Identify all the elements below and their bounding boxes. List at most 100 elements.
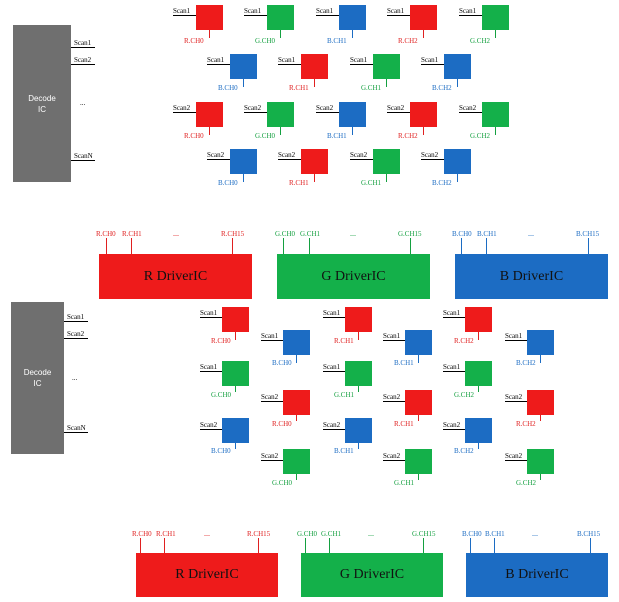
scan-line <box>387 15 411 16</box>
driver-pin-label: G.CH1 <box>321 530 342 538</box>
scan-label: Scan2 <box>200 421 218 429</box>
channel-label: B.CH1 <box>327 37 347 45</box>
b-driver-ic: B DriverIC <box>466 553 608 597</box>
red-pixel <box>196 5 223 30</box>
channel-line <box>352 127 353 135</box>
red-pixel <box>345 307 372 332</box>
scan-line <box>244 112 268 113</box>
driver-pin-line <box>232 238 233 254</box>
g-driver-ic: G DriverIC <box>301 553 443 597</box>
driver-pin-line <box>131 238 132 254</box>
driver-pin-label: G.CH0 <box>275 230 296 238</box>
scan-line <box>383 340 406 341</box>
channel-label: B.CH2 <box>516 359 536 367</box>
channel-label: R.CH2 <box>398 132 418 140</box>
channel-label: R.CH0 <box>272 420 292 428</box>
channel-label: G.CH1 <box>361 179 382 187</box>
scan-line <box>443 371 466 372</box>
driver-pin-label: G.CH0 <box>297 530 318 538</box>
scan-label: Scan1 <box>421 56 439 64</box>
red-pixel <box>301 149 328 174</box>
channel-line <box>478 386 479 392</box>
scan-output-line <box>64 432 88 433</box>
channel-line <box>423 127 424 135</box>
scan-label: Scan1 <box>383 332 401 340</box>
scan-label: Scan2 <box>383 393 401 401</box>
channel-label: G.CH1 <box>334 391 355 399</box>
channel-line <box>540 355 541 363</box>
b-driver-ic: B DriverIC <box>455 254 608 299</box>
driver-pin-line <box>140 538 141 553</box>
red-pixel <box>222 307 249 332</box>
scan-line <box>350 64 374 65</box>
driver-pin-line <box>164 538 165 553</box>
scan-line <box>278 159 302 160</box>
scan-line <box>421 64 445 65</box>
scan-line <box>323 429 346 430</box>
channel-label: B.CH1 <box>334 447 354 455</box>
green-pixel <box>527 449 554 474</box>
channel-line <box>495 127 496 135</box>
blue-pixel <box>345 418 372 443</box>
driver-pin-ellipsis: ... <box>528 229 534 238</box>
scan-line <box>261 401 284 402</box>
channel-line <box>540 474 541 480</box>
green-pixel <box>465 361 492 386</box>
driver-pin-line <box>106 238 107 254</box>
channel-label: G.CH1 <box>361 84 382 92</box>
scan-label: Scan2 <box>316 104 334 112</box>
channel-label: B.CH0 <box>272 359 292 367</box>
red-pixel <box>465 307 492 332</box>
scan-line <box>421 159 445 160</box>
scan-label: Scan2 <box>173 104 191 112</box>
blue-pixel <box>405 330 432 355</box>
scan-label: Scan1 <box>200 309 218 317</box>
red-pixel <box>410 5 437 30</box>
driver-pin-label: B.CH0 <box>452 230 472 238</box>
scan-line <box>443 429 466 430</box>
green-pixel <box>405 449 432 474</box>
scan-label: Scan2 <box>350 151 368 159</box>
scan-label: Scan1 <box>207 56 225 64</box>
scan-label: Scan1 <box>350 56 368 64</box>
driver-pin-label: R.CH1 <box>156 530 176 538</box>
scan-label: Scan1 <box>278 56 296 64</box>
scan-line <box>261 340 284 341</box>
channel-label: R.CH1 <box>289 84 309 92</box>
scan-label: Scan2 <box>505 452 523 460</box>
scan-label: Scan1 <box>200 363 218 371</box>
driver-pin-line <box>470 538 471 553</box>
g-driver-ic: G DriverIC <box>277 254 430 299</box>
r-driver-ic-label: R DriverIC <box>175 567 239 582</box>
scan-output-label: Scan1 <box>67 313 85 321</box>
decode-ic-label-line1: Decode <box>23 368 52 377</box>
channel-line <box>358 443 359 449</box>
driver-pin-line <box>461 238 462 254</box>
channel-line <box>314 174 315 182</box>
channel-line <box>280 127 281 135</box>
driver-pin-label: G.CH15 <box>398 230 422 238</box>
channel-label: G.CH2 <box>454 391 475 399</box>
driver-pin-ellipsis: ... <box>173 229 179 238</box>
driver-pin-label: R.CH0 <box>96 230 116 238</box>
channel-line <box>314 79 315 87</box>
driver-pin-line <box>486 238 487 254</box>
scan-output-line <box>64 338 88 339</box>
channel-line <box>235 443 236 449</box>
blue-pixel <box>339 5 366 30</box>
scan-line <box>505 460 528 461</box>
g-driver-ic-label: G DriverIC <box>321 268 386 284</box>
scan-line <box>278 64 302 65</box>
channel-label: B.CH2 <box>432 84 452 92</box>
decode-ic-label-line2: IC <box>37 104 46 114</box>
driver-pin-ellipsis: ... <box>204 529 210 538</box>
channel-line <box>423 30 424 38</box>
decode-ic-label-line1: Decode <box>28 93 56 103</box>
driver-pin-ellipsis: ... <box>532 529 538 538</box>
channel-label: G.CH2 <box>470 37 491 45</box>
channel-label: B.CH2 <box>454 447 474 455</box>
scan-label: Scan1 <box>443 363 461 371</box>
scan-line <box>383 460 406 461</box>
scan-label: Scan2 <box>323 421 341 429</box>
scan-line <box>173 15 197 16</box>
